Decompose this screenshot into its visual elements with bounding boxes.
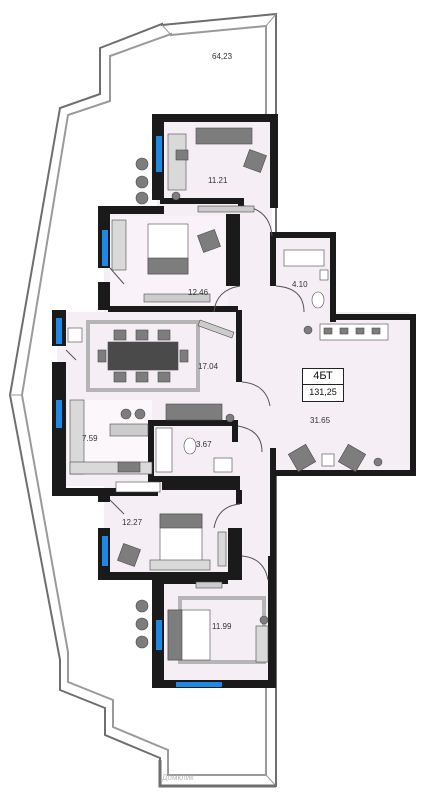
stove-icon [117, 461, 141, 473]
desk-icon [167, 133, 187, 191]
shoe-rack-icon [319, 323, 389, 341]
toilet-icon [183, 437, 197, 455]
plant-icon [303, 325, 313, 335]
sofa-icon [165, 403, 223, 421]
dining-table-icon [107, 341, 179, 371]
plant-icon [225, 413, 235, 423]
window [56, 400, 62, 428]
apartment-code: 4БТ [313, 370, 333, 382]
window [176, 682, 222, 687]
window [56, 318, 62, 344]
rug-icon [86, 320, 200, 392]
terrace-area: 64,23 [212, 52, 233, 61]
room-area-bedroom-4: 11.99 [212, 622, 232, 631]
bathtub-icon [283, 249, 325, 267]
window [156, 136, 162, 172]
window [102, 536, 108, 566]
plant-icon [373, 457, 383, 467]
window [156, 620, 162, 650]
room-area-bathroom-small: 4.10 [292, 280, 308, 289]
armchair-icon [337, 443, 367, 473]
sofa-icon [195, 127, 253, 145]
room-area-bedroom-2: 12.46 [188, 288, 209, 297]
armchair-icon [243, 149, 267, 173]
room-area-bedroom-3: 12.27 [122, 518, 143, 527]
apartment-badge: 4БТ 131,25 [302, 368, 344, 402]
kitchen-island-icon [109, 423, 149, 437]
desk-icon [255, 625, 269, 663]
room-area-hall: 31.65 [310, 416, 331, 425]
outdoor-chair-icon [135, 157, 149, 171]
armchair-icon [117, 543, 141, 567]
armchair-icon [287, 443, 317, 473]
room-area-kitchen: 7.59 [82, 434, 98, 443]
plant-icon [171, 191, 181, 201]
toilet-icon [311, 291, 325, 309]
terrace-parapet [158, 760, 276, 788]
doors [65, 205, 305, 581]
outdoor-chair-icon [135, 599, 149, 613]
room-area-bedroom-1: 11.21 [208, 176, 228, 185]
watermark: Домклик [162, 773, 194, 782]
furniture [67, 127, 389, 664]
room-area-bathroom-main: 3.67 [196, 440, 212, 449]
shower-icon [155, 427, 173, 473]
armchair-icon [197, 229, 221, 253]
windows [56, 136, 222, 687]
window [102, 230, 108, 266]
plant-icon [259, 615, 269, 625]
apartment-total-area: 131,25 [303, 384, 343, 400]
room-area-living-dining: 17.04 [198, 362, 219, 371]
